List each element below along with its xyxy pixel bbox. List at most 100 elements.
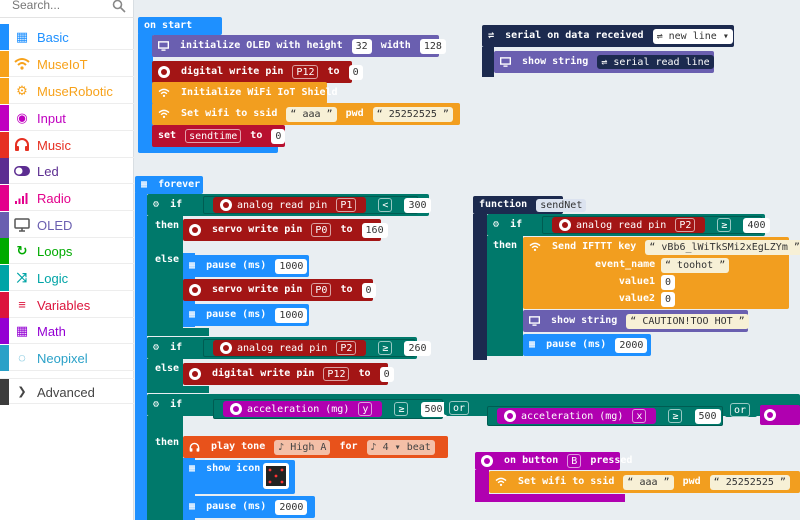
width-field[interactable]: 128 [419, 38, 446, 54]
value-field[interactable]: 260 [404, 340, 431, 356]
servo-write-block[interactable]: servo write pin P0 to 160 [183, 219, 388, 241]
search-icon[interactable] [112, 0, 126, 13]
set-variable-block[interactable]: set sendtime to 0 [152, 125, 286, 147]
gear-icon[interactable]: ⚙ [153, 399, 160, 410]
variable-dropdown[interactable]: sendtime [185, 129, 242, 143]
value-field[interactable]: 1000 [275, 307, 308, 323]
forever-block[interactable]: ▦ forever [135, 176, 203, 194]
pin-dropdown[interactable]: P2 [336, 341, 357, 355]
value-field[interactable]: 1000 [275, 258, 308, 274]
operator-dropdown[interactable]: ≥ [717, 218, 732, 232]
servo-write-block[interactable]: servo write pin P0 to 0 [183, 279, 376, 301]
pin-dropdown[interactable]: P12 [292, 65, 319, 79]
pin-dropdown[interactable]: P2 [675, 218, 696, 232]
value-field[interactable]: 2000 [275, 499, 308, 515]
analog-read-block[interactable]: analog read pin P1 [213, 197, 367, 213]
axis-dropdown[interactable]: x [632, 409, 647, 423]
compare-block[interactable]: analog read pin P2 ≥ 400 [542, 216, 770, 234]
pause-block[interactable]: ▦ pause (ms) 2000 [523, 334, 651, 356]
axis-dropdown[interactable]: y [358, 402, 373, 416]
or-dropdown[interactable]: or [449, 401, 470, 415]
analog-read-block[interactable]: analog read pin P2 [552, 217, 706, 233]
category-oled[interactable]: OLED [0, 212, 134, 238]
blocks-workspace[interactable]: on start initialize OLED with height 32 … [135, 0, 800, 520]
pin-dropdown[interactable]: P0 [311, 283, 332, 297]
pin-dropdown[interactable]: P12 [323, 367, 350, 381]
category-math[interactable]: ▦ Math [0, 318, 134, 344]
key-field[interactable]: “ vBb6_lWiTkSMi2xEgLZYm ” [645, 239, 800, 255]
operator-dropdown[interactable]: ≥ [378, 341, 393, 355]
pwd-field[interactable]: “ 25252525 ” [709, 474, 790, 490]
compare-block[interactable]: acceleration (mg) x ≥ 500 [487, 406, 723, 426]
category-music[interactable]: Music [0, 132, 134, 158]
operator-dropdown[interactable]: ≥ [394, 402, 409, 416]
or-dropdown[interactable]: or [730, 403, 751, 417]
value-field[interactable]: 0 [271, 128, 286, 144]
gear-icon[interactable]: ⚙ [153, 199, 160, 210]
set-wifi-block[interactable]: Set wifi to ssid “ aaa ” pwd “ 25252525 … [489, 471, 800, 493]
ssid-field[interactable]: “ aaa ” [623, 474, 674, 490]
pause-block[interactable]: ▦ pause (ms) 2000 [183, 496, 315, 518]
gear-icon[interactable]: ⚙ [493, 219, 500, 230]
show-icon-block[interactable]: ▦ show icon [183, 460, 295, 494]
pin-dropdown[interactable]: P1 [336, 198, 357, 212]
toolbox-search[interactable]: Search... [0, 0, 134, 18]
category-logic[interactable]: ⤨ Logic [0, 265, 134, 291]
analog-read-block[interactable]: analog read pin P2 [213, 340, 367, 356]
value2-field[interactable]: 0 [661, 292, 676, 307]
category-led[interactable]: Led [0, 158, 134, 184]
serial-on-data-block[interactable]: ⇌ serial on data received ⇌ new line ▾ [482, 25, 734, 47]
init-wifi-block[interactable]: Initialize WiFi IoT Shield [152, 82, 338, 104]
category-input[interactable]: ◉ Input [0, 105, 134, 131]
or-operator[interactable]: or [444, 401, 476, 415]
category-radio[interactable]: Radio [0, 185, 134, 211]
value-field[interactable]: 0 [348, 64, 363, 80]
height-field[interactable]: 32 [351, 38, 372, 54]
value-field[interactable]: 2000 [615, 337, 648, 353]
value-field[interactable]: 400 [743, 217, 770, 233]
value-field[interactable]: 500 [694, 408, 721, 424]
set-wifi-block[interactable]: Set wifi to ssid “ aaa ” pwd “ 25252525 … [152, 103, 460, 125]
value-field[interactable]: 160 [361, 222, 388, 238]
note-field[interactable]: ♪ High A [274, 439, 331, 455]
pause-block[interactable]: ▦ pause (ms) 1000 [183, 304, 309, 326]
value-field[interactable]: 0 [361, 282, 376, 298]
ssid-field[interactable]: “ aaa ” [286, 106, 337, 122]
acceleration-block[interactable]: acceleration (mg) y [223, 401, 383, 417]
play-tone-block[interactable]: play tone ♪ High A for ♪ 4 ▾ beat [183, 436, 448, 458]
operator-dropdown[interactable]: < [378, 198, 393, 212]
pause-block[interactable]: ▦ pause (ms) 1000 [183, 255, 309, 277]
category-loops[interactable]: ↻ Loops [0, 238, 134, 264]
function-block[interactable]: function sendNet [473, 196, 587, 214]
or-operator[interactable]: or [725, 403, 757, 417]
category-basic[interactable]: ▦ Basic [0, 24, 134, 50]
on-button-pressed-block[interactable]: on button B pressed [475, 452, 632, 470]
category-advanced[interactable]: ❯ Advanced [0, 378, 134, 405]
value-field[interactable]: 0 [379, 366, 394, 382]
category-museiot[interactable]: MuseIoT [0, 51, 134, 77]
button-dropdown[interactable]: B [567, 454, 582, 468]
value-field[interactable]: 300 [404, 197, 431, 213]
search-input[interactable]: Search... [12, 0, 61, 12]
category-variables[interactable]: ≡ Variables [0, 292, 134, 318]
on-start-block[interactable]: on start [138, 17, 222, 35]
string-field[interactable]: “ CAUTION!TOO HOT ” [626, 313, 749, 329]
pwd-field[interactable]: “ 25252525 ” [372, 106, 453, 122]
send-ifttt-block[interactable]: Send IFTTT key “ vBb6_lWiTkSMi2xEgLZYm ”… [523, 237, 800, 309]
beat-field[interactable]: ♪ 4 ▾ beat [366, 439, 435, 455]
compare-block[interactable]: analog read pin P2 ≥ 260 [203, 339, 431, 357]
operator-dropdown[interactable]: ≥ [668, 409, 683, 423]
show-string-block[interactable]: show string “ CAUTION!TOO HOT ” [523, 310, 749, 332]
pin-dropdown[interactable]: P0 [311, 223, 332, 237]
digital-write-block[interactable]: digital write pin P12 to 0 [152, 61, 363, 83]
category-neopixel[interactable]: ◌ Neopixel [0, 345, 134, 371]
event-field[interactable]: “ toohot ” [661, 258, 730, 273]
digital-write-block[interactable]: digital write pin P12 to 0 [183, 363, 394, 385]
compare-block[interactable]: analog read pin P1 < 300 [203, 196, 431, 214]
acceleration-block[interactable]: acceleration (mg) x [497, 408, 657, 424]
icon-picker[interactable] [263, 463, 289, 489]
acceleration-block[interactable] [760, 405, 800, 425]
delimiter-dropdown[interactable]: ⇌ new line ▾ [652, 28, 733, 44]
function-name-field[interactable]: sendNet [536, 198, 587, 212]
init-oled-block[interactable]: initialize OLED with height 32 width 128 [152, 35, 446, 57]
